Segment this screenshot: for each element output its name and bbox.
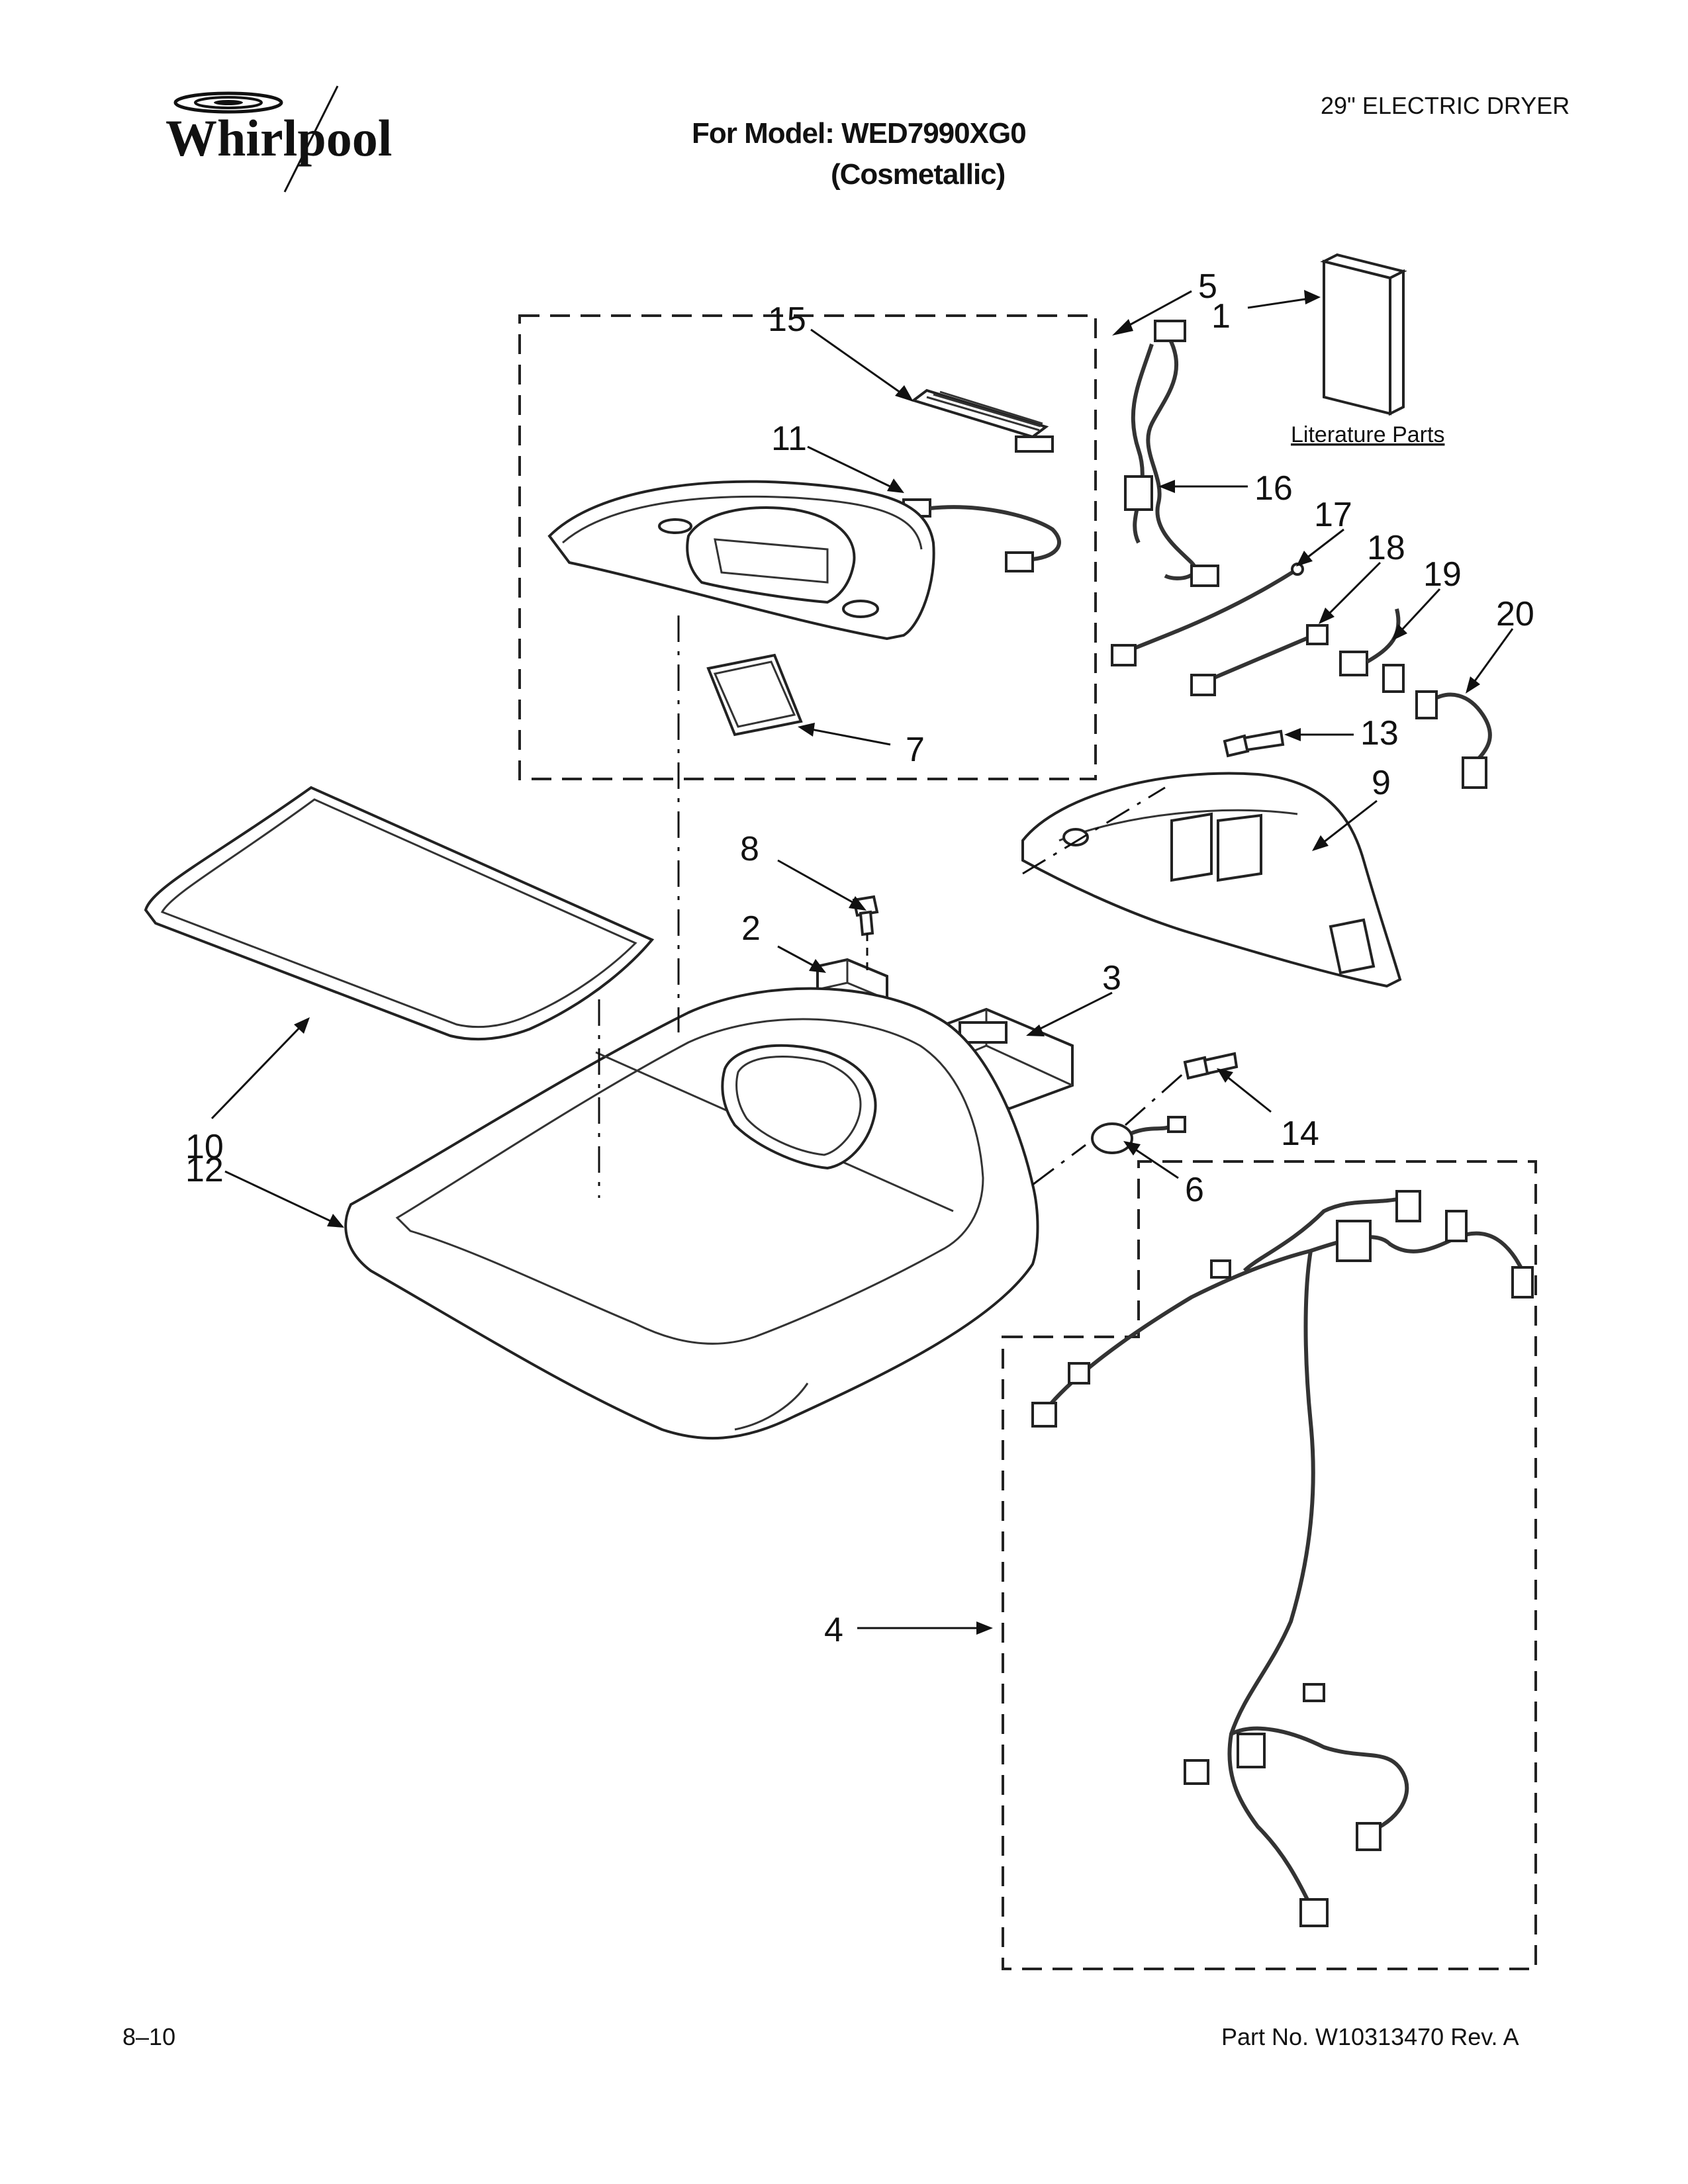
model-finish: (Cosmetallic) (831, 158, 1006, 191)
lid-switch (1091, 1116, 1186, 1154)
callout-11: 11 (771, 420, 807, 458)
harness-20 (1415, 690, 1492, 789)
callout-17: 17 (1314, 496, 1352, 534)
callout-16: 16 (1254, 469, 1293, 508)
literature-label: Literature Parts (1291, 422, 1444, 447)
callout-5: 5 (1198, 267, 1217, 306)
callout-4: 4 (824, 1611, 843, 1649)
main-wire-harness (1031, 1190, 1534, 1927)
callout-9: 9 (1372, 764, 1391, 802)
console-housing (1021, 772, 1402, 988)
callout-7: 7 (906, 731, 925, 769)
callout-1: 1 (1211, 297, 1231, 336)
console-group-outline (518, 314, 1097, 780)
control-console-panel (547, 480, 935, 641)
date-code: 8–10 (122, 2023, 176, 2050)
callout-13: 13 (1360, 714, 1399, 752)
callout-2: 2 (741, 909, 761, 948)
lid-glass (144, 786, 655, 1041)
alignment-line-e (1032, 1071, 1186, 1186)
callout-3: 3 (1102, 959, 1121, 997)
callout-20: 20 (1496, 595, 1534, 633)
callout-8: 8 (740, 830, 759, 868)
display-board (706, 653, 803, 737)
ribbon-cable (910, 388, 1054, 453)
jumper-harness (1190, 624, 1329, 696)
harness-group-outline (1002, 1160, 1537, 1970)
callout-10: 10 (185, 1128, 224, 1166)
model-title: For Model: WED7990XG0 (692, 117, 1027, 150)
screw-14 (1183, 1052, 1239, 1080)
callout-6: 6 (1185, 1171, 1204, 1209)
whirlpool-logo: Whirlpool (165, 85, 392, 193)
part-number: Part No. W10313470 Rev. A (1221, 2023, 1519, 2050)
callout-15: 15 (768, 300, 806, 339)
literature-booklet (1320, 253, 1407, 416)
product-type: 29" ELECTRIC DRYER (1321, 92, 1570, 119)
callout-18: 18 (1367, 529, 1405, 567)
callout-14: 14 (1281, 1115, 1319, 1153)
callout-12: 12 (185, 1151, 224, 1189)
svg-text:Whirlpool: Whirlpool (165, 109, 392, 167)
leader-lines (211, 290, 1514, 1635)
screw-8 (852, 895, 879, 936)
sensor-wire (1111, 563, 1304, 666)
screw-13 (1223, 729, 1285, 758)
top-panel (344, 987, 1039, 1440)
harness-19 (1339, 608, 1405, 693)
callout-19: 19 (1423, 555, 1462, 594)
console-harness (1124, 320, 1219, 587)
